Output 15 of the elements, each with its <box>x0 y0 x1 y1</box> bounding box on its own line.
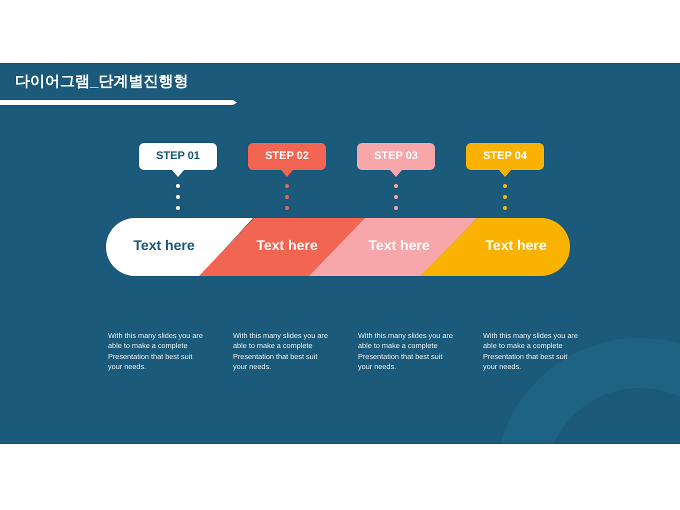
step-segment <box>106 218 253 276</box>
segment-label: Text here <box>485 237 547 253</box>
segment-label: Text here <box>133 237 195 253</box>
step-label: STEP 04 <box>483 150 527 162</box>
step-segment <box>199 218 365 276</box>
slide-title: 다이어그램_단계별진행형 <box>15 72 188 91</box>
step-label: STEP 01 <box>156 150 200 162</box>
step-callout <box>357 143 435 177</box>
step-callout <box>139 143 217 177</box>
segment-label: Text here <box>368 237 430 253</box>
segment-label: Text here <box>256 237 318 253</box>
step-callout <box>466 143 544 177</box>
step-label: STEP 03 <box>374 150 418 162</box>
step-label: STEP 02 <box>265 150 309 162</box>
step-callout <box>248 143 326 177</box>
